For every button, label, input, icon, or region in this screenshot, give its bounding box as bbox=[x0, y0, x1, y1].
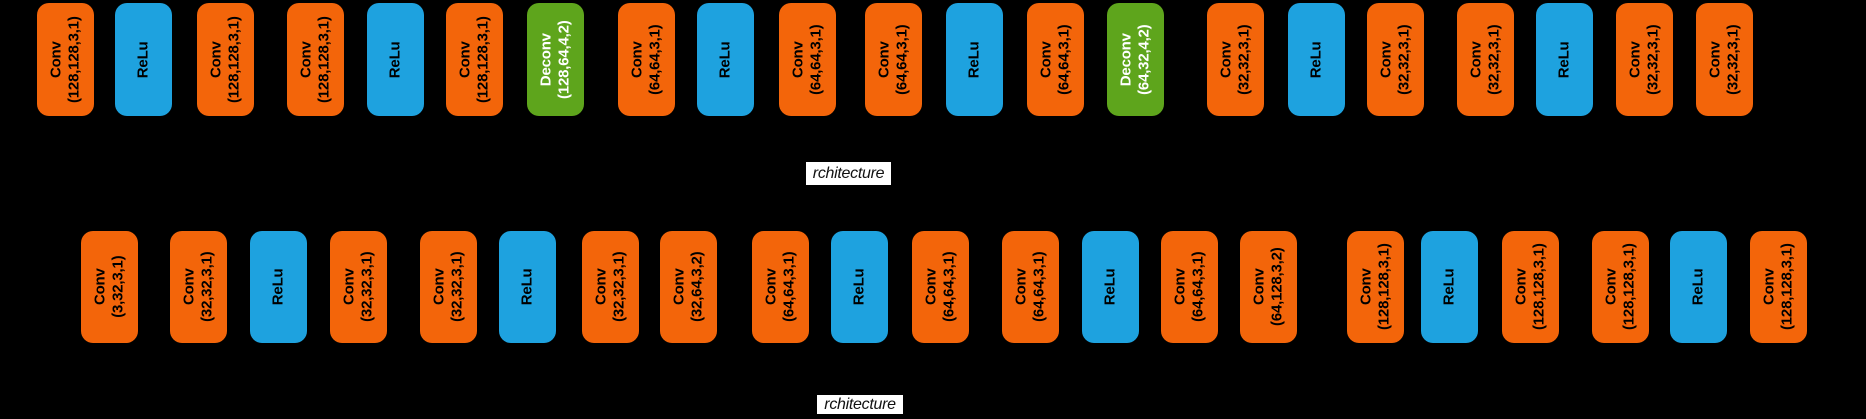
conv-layer-box: Conv(32,32,3,1) bbox=[1457, 3, 1514, 116]
conv-layer-box: Conv(64,64,3,1) bbox=[752, 231, 809, 343]
relu-layer-box: ReLu bbox=[697, 3, 754, 116]
relu-layer-box: ReLu bbox=[250, 231, 307, 343]
relu-layer-box: ReLu bbox=[499, 231, 556, 343]
relu-layer-box: ReLu bbox=[367, 3, 424, 116]
layer-label: Conv(3,32,3,1) bbox=[91, 255, 127, 319]
layer-label: ReLu bbox=[1440, 268, 1458, 306]
relu-layer-box: ReLu bbox=[1082, 231, 1139, 343]
layer-label: Conv(32,32,3,1) bbox=[340, 251, 376, 323]
conv-layer-box: Conv(128,128,3,1) bbox=[1502, 231, 1559, 343]
conv-layer-box: Conv(64,64,3,1) bbox=[1002, 231, 1059, 343]
conv-layer-box: Conv(128,128,3,1) bbox=[197, 3, 254, 116]
conv-layer-box: Conv(64,64,3,1) bbox=[912, 231, 969, 343]
relu-layer-box: ReLu bbox=[1421, 231, 1478, 343]
relu-layer-box: ReLu bbox=[946, 3, 1003, 116]
conv-layer-box: Conv(128,128,3,1) bbox=[37, 3, 94, 116]
layer-label: Conv(64,64,3,1) bbox=[762, 251, 798, 323]
layer-label: Conv(32,32,3,1) bbox=[180, 251, 216, 323]
layer-label: Conv(64,64,3,1) bbox=[1171, 251, 1207, 323]
conv-layer-box: Conv(64,64,3,1) bbox=[1161, 231, 1218, 343]
conv-layer-box: Conv(64,64,3,1) bbox=[865, 3, 922, 116]
deconv-layer-box: Deconv(128,64,4,2) bbox=[527, 3, 584, 116]
caption-text-top: rchitecture bbox=[812, 164, 885, 182]
conv-layer-box: Conv(32,32,3,1) bbox=[1367, 3, 1424, 116]
layer-label: ReLu bbox=[1101, 268, 1119, 306]
conv-layer-box: Conv(32,32,3,1) bbox=[1696, 3, 1753, 116]
layer-label: Conv(128,128,3,1) bbox=[1760, 243, 1796, 331]
relu-layer-box: ReLu bbox=[831, 231, 888, 343]
layer-label: Conv(128,128,3,1) bbox=[1357, 243, 1393, 331]
relu-layer-box: ReLu bbox=[115, 3, 172, 116]
layer-label: ReLu bbox=[269, 268, 287, 306]
layer-label: Conv(64,64,3,1) bbox=[922, 251, 958, 323]
layer-label: Conv(64,64,3,1) bbox=[1012, 251, 1048, 323]
conv-layer-box: Conv(32,32,3,1) bbox=[170, 231, 227, 343]
conv-layer-box: Conv(128,128,3,1) bbox=[1592, 231, 1649, 343]
caption-text-bottom: rchitecture bbox=[824, 395, 896, 413]
conv-layer-box: Conv(64,64,3,1) bbox=[779, 3, 836, 116]
conv-layer-box: Conv(128,128,3,1) bbox=[287, 3, 344, 116]
layer-label: Conv(64,128,3,2) bbox=[1250, 247, 1286, 327]
layer-label: ReLu bbox=[850, 268, 868, 306]
relu-layer-box: ReLu bbox=[1536, 3, 1593, 116]
layer-label: ReLu bbox=[1689, 268, 1707, 306]
conv-layer-box: Conv(32,32,3,1) bbox=[420, 231, 477, 343]
layer-label: Conv(32,32,3,1) bbox=[430, 251, 466, 323]
conv-layer-box: Conv(3,32,3,1) bbox=[81, 231, 138, 343]
conv-layer-box: Conv(64,64,3,1) bbox=[618, 3, 675, 116]
conv-layer-box: Conv(128,128,3,1) bbox=[1750, 231, 1807, 343]
layer-label: ReLu bbox=[518, 268, 536, 306]
conv-layer-box: Conv(64,128,3,2) bbox=[1240, 231, 1297, 343]
conv-layer-box: Conv(32,64,3,2) bbox=[660, 231, 717, 343]
conv-layer-box: Conv(32,32,3,1) bbox=[1207, 3, 1264, 116]
deconv-layer-box: Deconv(64,32,4,2) bbox=[1107, 3, 1164, 116]
layer-label: Conv(128,128,3,1) bbox=[1602, 243, 1638, 331]
layer-label: Conv(128,128,3,1) bbox=[1512, 243, 1548, 331]
conv-layer-box: Conv(64,64,3,1) bbox=[1027, 3, 1084, 116]
conv-layer-box: Conv(32,32,3,1) bbox=[582, 231, 639, 343]
conv-layer-box: Conv(32,32,3,1) bbox=[330, 231, 387, 343]
relu-layer-box: ReLu bbox=[1670, 231, 1727, 343]
conv-layer-box: Conv(128,128,3,1) bbox=[446, 3, 503, 116]
conv-layer-box: Conv(128,128,3,1) bbox=[1347, 231, 1404, 343]
layer-label: Conv(32,64,3,2) bbox=[670, 251, 706, 323]
caption-highlight-bottom: rchitecture bbox=[817, 395, 903, 414]
caption-highlight-top: rchitecture bbox=[806, 162, 891, 185]
relu-layer-box: ReLu bbox=[1288, 3, 1345, 116]
layer-label: Conv(32,32,3,1) bbox=[592, 251, 628, 323]
conv-layer-box: Conv(32,32,3,1) bbox=[1616, 3, 1673, 116]
